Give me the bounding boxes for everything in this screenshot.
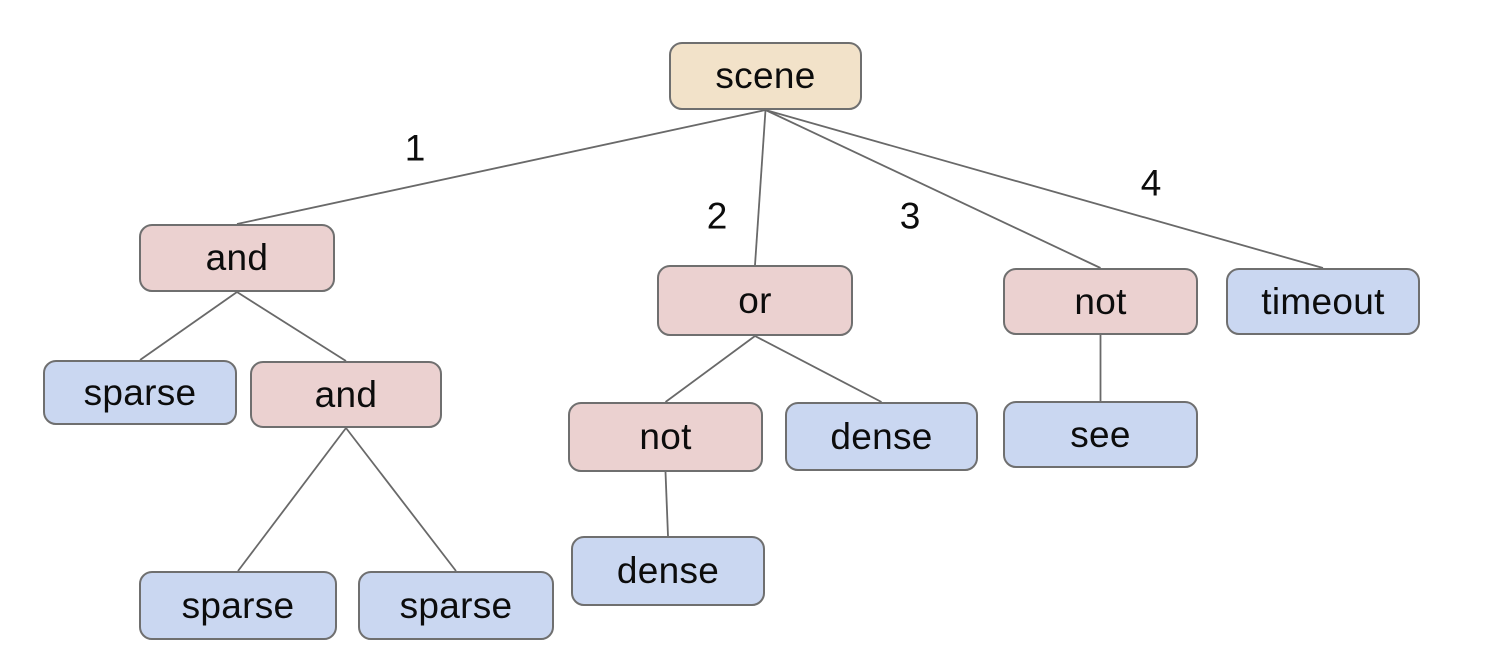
node-not1: not [1003, 268, 1198, 335]
node-label: timeout [1261, 280, 1385, 322]
edge-or1-dense1 [754, 335, 882, 403]
node-see: see [1003, 401, 1198, 468]
edge-and2-sparse3 [345, 427, 457, 572]
node-scene: scene [669, 42, 862, 110]
node-and1: and [139, 224, 335, 292]
edge-scene-timeout [765, 109, 1324, 269]
node-dense2: dense [571, 536, 765, 606]
node-sparse2: sparse [139, 571, 337, 640]
node-label: and [314, 373, 378, 415]
node-label: or [738, 279, 772, 321]
edge-and2-sparse2 [237, 427, 347, 572]
edge-not2-dense2 [664, 471, 669, 537]
node-label: and [205, 237, 269, 278]
node-label: sparse [399, 584, 513, 626]
node-dense1: dense [785, 402, 978, 471]
node-timeout: timeout [1226, 268, 1420, 335]
node-sparse1: sparse [43, 360, 237, 425]
node-label: not [1074, 280, 1127, 322]
edge-label-4: 4 [1140, 162, 1162, 204]
edge-scene-and1 [236, 109, 766, 225]
node-or1: or [657, 265, 853, 336]
edge-scene-or1 [754, 109, 767, 266]
node-label: not [639, 416, 692, 457]
node-not2: not [568, 402, 763, 472]
node-sparse3: sparse [358, 571, 554, 640]
edge-and1-and2 [236, 291, 347, 362]
node-label: sparse [83, 371, 197, 413]
edge-or1-not2 [664, 335, 756, 403]
edge-label-2: 2 [706, 195, 728, 237]
edge-and1-sparse1 [139, 291, 238, 361]
node-label: sparse [181, 584, 295, 626]
node-label: see [1070, 413, 1131, 455]
node-label: dense [830, 415, 933, 457]
node-label: dense [616, 550, 720, 591]
node-label: scene [715, 55, 816, 96]
node-and2: and [250, 361, 442, 428]
edge-scene-not1 [765, 109, 1101, 269]
edge-label-3: 3 [899, 195, 921, 237]
edge-label-1: 1 [404, 127, 426, 169]
